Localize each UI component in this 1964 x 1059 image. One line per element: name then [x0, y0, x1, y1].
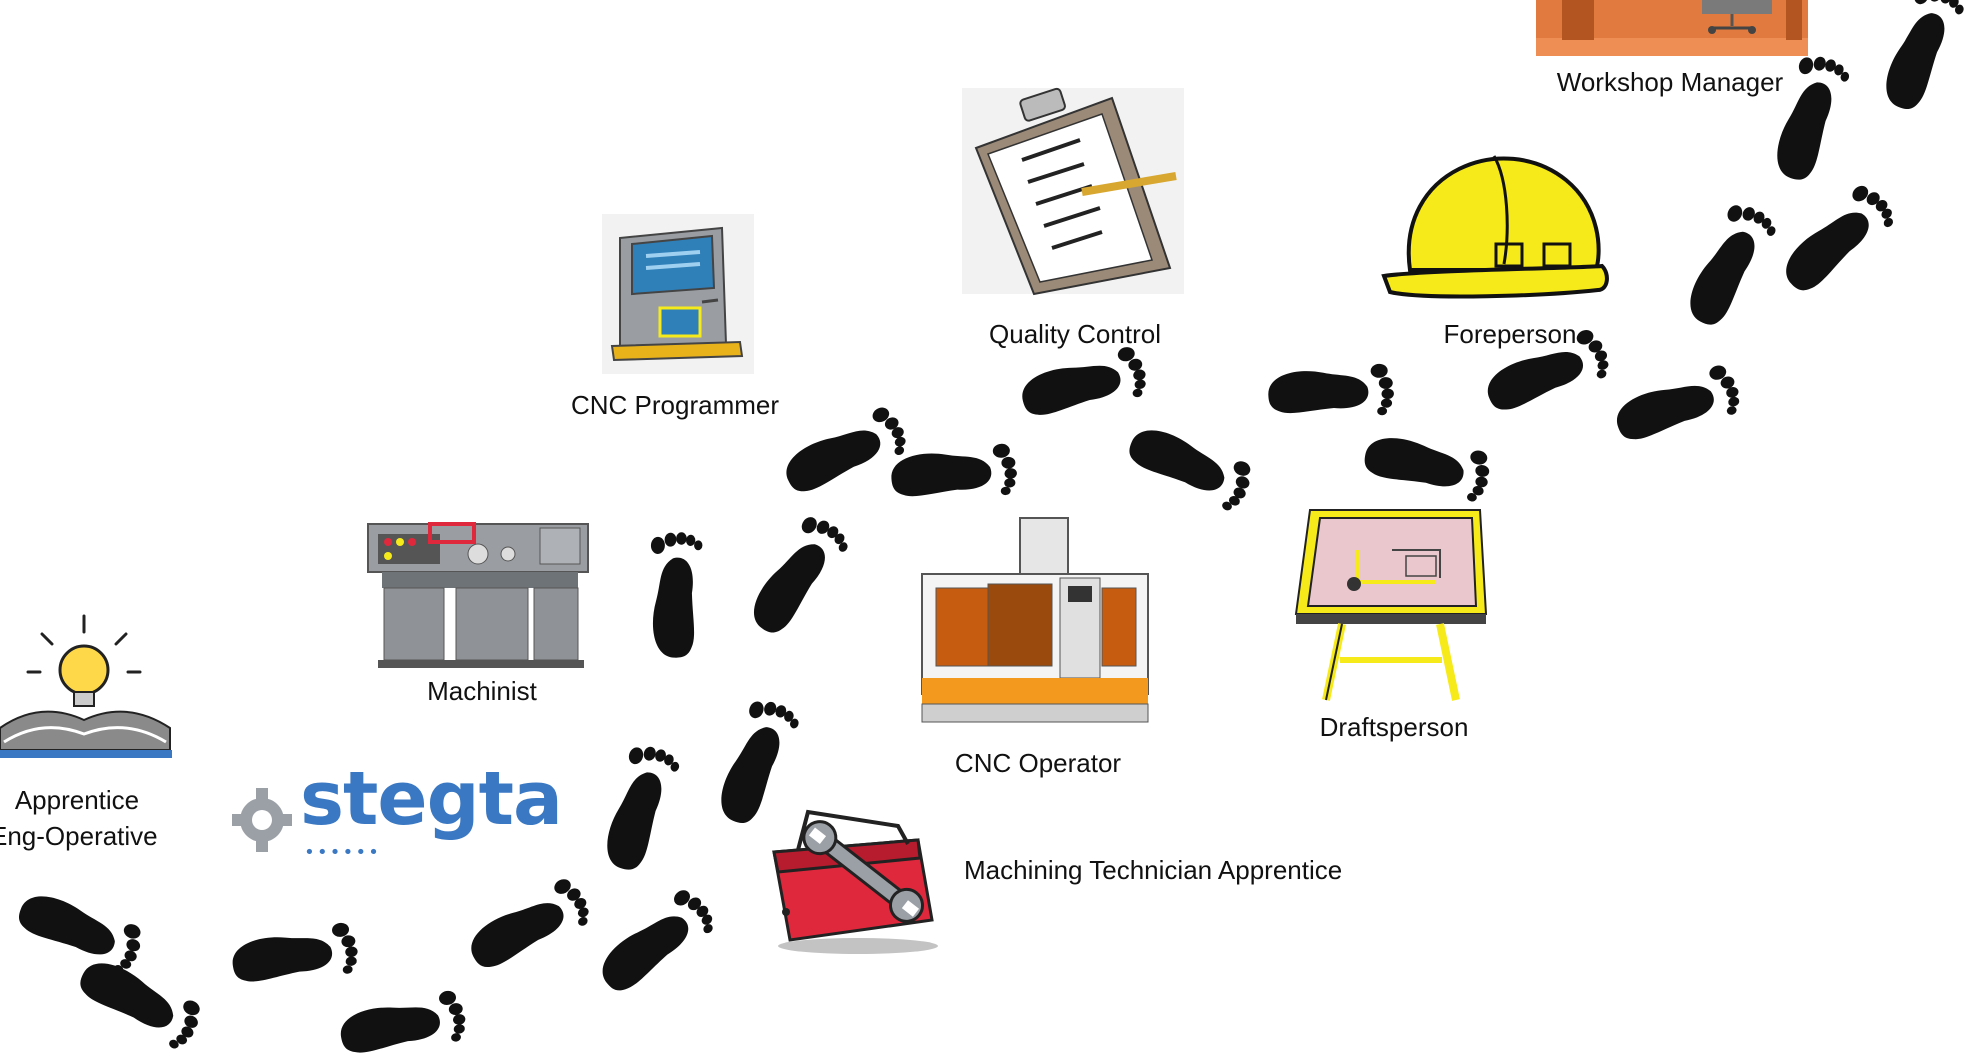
- footprint: [1873, 0, 1964, 116]
- footprint: [739, 509, 854, 643]
- label-cnc-programmer: CNC Programmer: [570, 390, 780, 420]
- gear-icon: [232, 788, 292, 852]
- cnc-terminal-icon: [602, 214, 754, 374]
- footprint: [1016, 344, 1151, 425]
- footprint: [594, 740, 683, 876]
- label-cnc-operator: CNC Operator: [954, 748, 1122, 778]
- label-quality-control: Quality Control: [989, 319, 1161, 349]
- label-apprentice-line2: Eng-Operative: [0, 821, 158, 851]
- stegta-logo: stegta ••••••: [232, 756, 563, 880]
- footprint: [229, 921, 361, 990]
- label-workshop-manager: Workshop Manager: [1556, 67, 1784, 97]
- footprint: [12, 883, 148, 978]
- footprint: [889, 442, 1019, 503]
- footprint: [1676, 197, 1781, 333]
- footprint: [708, 694, 803, 830]
- label-foreperson: Foreperson: [1443, 319, 1577, 349]
- footprint: [460, 873, 596, 979]
- toolbox-wrench-icon: [772, 809, 938, 954]
- desk-chair-icon: [1536, 0, 1808, 56]
- label-apprentice: Apprentice Eng-Operative: [0, 782, 158, 854]
- label-draftsperson: Draftsperson: [1319, 712, 1469, 742]
- label-machinist: Machinist: [427, 676, 537, 706]
- lightbulb-book-icon: [0, 614, 172, 758]
- label-apprentice-line1: Apprentice: [14, 785, 140, 815]
- label-machining-technician: Machining Technician Apprentice: [964, 855, 1343, 885]
- footprint: [1360, 427, 1494, 504]
- hard-hat-icon: [1381, 155, 1609, 299]
- footprint: [1772, 179, 1901, 302]
- footprint: [1121, 416, 1258, 515]
- cnc-mill-icon: [921, 517, 1149, 723]
- clipboard-checklist-icon: [962, 87, 1184, 296]
- logo-dots: ••••••: [304, 842, 382, 863]
- footprint: [776, 402, 913, 503]
- lathe-machine-icon: [367, 522, 589, 668]
- footprint: [336, 988, 469, 1059]
- footprint: [647, 531, 703, 659]
- footprint: [589, 883, 721, 1002]
- logo-text: stegta: [300, 756, 563, 842]
- footprint: [72, 949, 208, 1054]
- drafting-table-icon: [1294, 509, 1488, 701]
- footprint: [1609, 361, 1745, 450]
- footprint: [1267, 363, 1395, 420]
